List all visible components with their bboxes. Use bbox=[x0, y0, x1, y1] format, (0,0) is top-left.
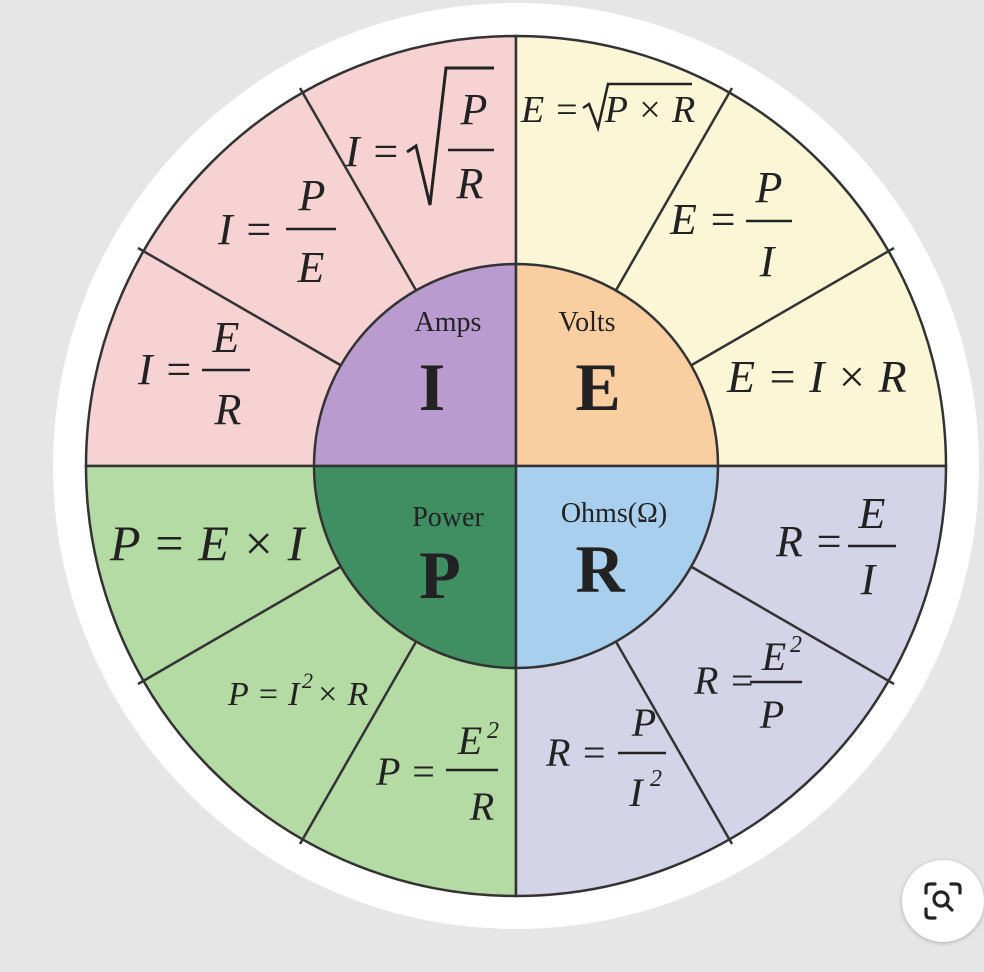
svg-text:× R: × R bbox=[316, 676, 368, 713]
resistance-symbol: R bbox=[575, 531, 625, 607]
visual-search-icon bbox=[924, 882, 962, 920]
svg-text:I =: I = bbox=[217, 205, 273, 254]
svg-text:2: 2 bbox=[487, 718, 499, 744]
svg-text:E: E bbox=[297, 243, 325, 292]
voltage-symbol: E bbox=[575, 349, 620, 425]
svg-text:E =: E = bbox=[520, 89, 579, 131]
svg-text:P =: P = bbox=[375, 749, 437, 794]
formula-i-sqrt-p-over-r: I = P R bbox=[344, 66, 494, 208]
formula-p-e2-over-r: P = E 2 R bbox=[375, 718, 499, 829]
svg-text:I: I bbox=[860, 555, 878, 604]
formula-e-p-over-i: E = P I bbox=[669, 163, 792, 286]
svg-text:P: P bbox=[460, 85, 488, 134]
formula-e-i-times-r: E = I × R bbox=[726, 351, 907, 402]
formula-p-i2-times-r: P = I 2 × R bbox=[227, 668, 368, 713]
svg-text:I =: I = bbox=[344, 127, 400, 176]
svg-text:E =: E = bbox=[669, 195, 738, 244]
svg-text:2: 2 bbox=[790, 632, 802, 658]
svg-text:E: E bbox=[761, 634, 786, 679]
center-voltage bbox=[514, 262, 720, 468]
amps-label: Amps bbox=[415, 307, 482, 338]
formula-r-e2-over-p: R = E 2 P bbox=[693, 632, 802, 737]
formula-e-sqrt-p-times-r: E = P × R bbox=[520, 82, 695, 133]
svg-text:2: 2 bbox=[650, 766, 662, 792]
svg-text:I: I bbox=[628, 770, 644, 815]
svg-text:2: 2 bbox=[302, 668, 313, 693]
center-power bbox=[312, 464, 518, 670]
svg-text:R =: R = bbox=[693, 658, 755, 703]
svg-text:P = I: P = I bbox=[227, 676, 301, 713]
svg-text:R: R bbox=[214, 385, 242, 434]
formula-i-e-over-r: I = E R bbox=[137, 313, 250, 434]
svg-text:P: P bbox=[755, 163, 783, 212]
svg-text:P: P bbox=[298, 171, 326, 220]
center-current bbox=[312, 262, 518, 468]
svg-text:P × R: P × R bbox=[604, 89, 695, 131]
spokes bbox=[137, 87, 895, 845]
svg-text:E: E bbox=[212, 313, 240, 362]
svg-text:R =: R = bbox=[545, 730, 607, 775]
svg-text:P: P bbox=[631, 700, 656, 745]
visual-search-button[interactable] bbox=[902, 860, 984, 942]
ohms-label: Ohms(Ω) bbox=[561, 498, 667, 529]
power-symbol: P bbox=[419, 537, 461, 613]
svg-text:P = E × I: P = E × I bbox=[109, 515, 307, 571]
volts-label: Volts bbox=[558, 307, 615, 338]
formula-i-p-over-e: I = P E bbox=[217, 171, 336, 292]
current-symbol: I bbox=[419, 349, 445, 425]
svg-text:R: R bbox=[469, 784, 494, 829]
svg-text:R: R bbox=[456, 159, 484, 208]
svg-text:P: P bbox=[759, 692, 784, 737]
svg-text:E: E bbox=[457, 718, 482, 763]
svg-text:I =: I = bbox=[137, 345, 193, 394]
svg-text:I: I bbox=[759, 237, 777, 286]
formula-r-p-over-i2: R = P I 2 bbox=[545, 700, 666, 815]
svg-text:E = I × R: E = I × R bbox=[726, 351, 907, 402]
center-resistance bbox=[514, 464, 720, 670]
formula-r-e-over-i: R = E I bbox=[775, 489, 896, 604]
power-label: Power bbox=[412, 502, 484, 533]
svg-text:R =: R = bbox=[775, 517, 844, 566]
formula-p-e-times-i: P = E × I bbox=[109, 515, 307, 571]
svg-text:E: E bbox=[858, 489, 886, 538]
